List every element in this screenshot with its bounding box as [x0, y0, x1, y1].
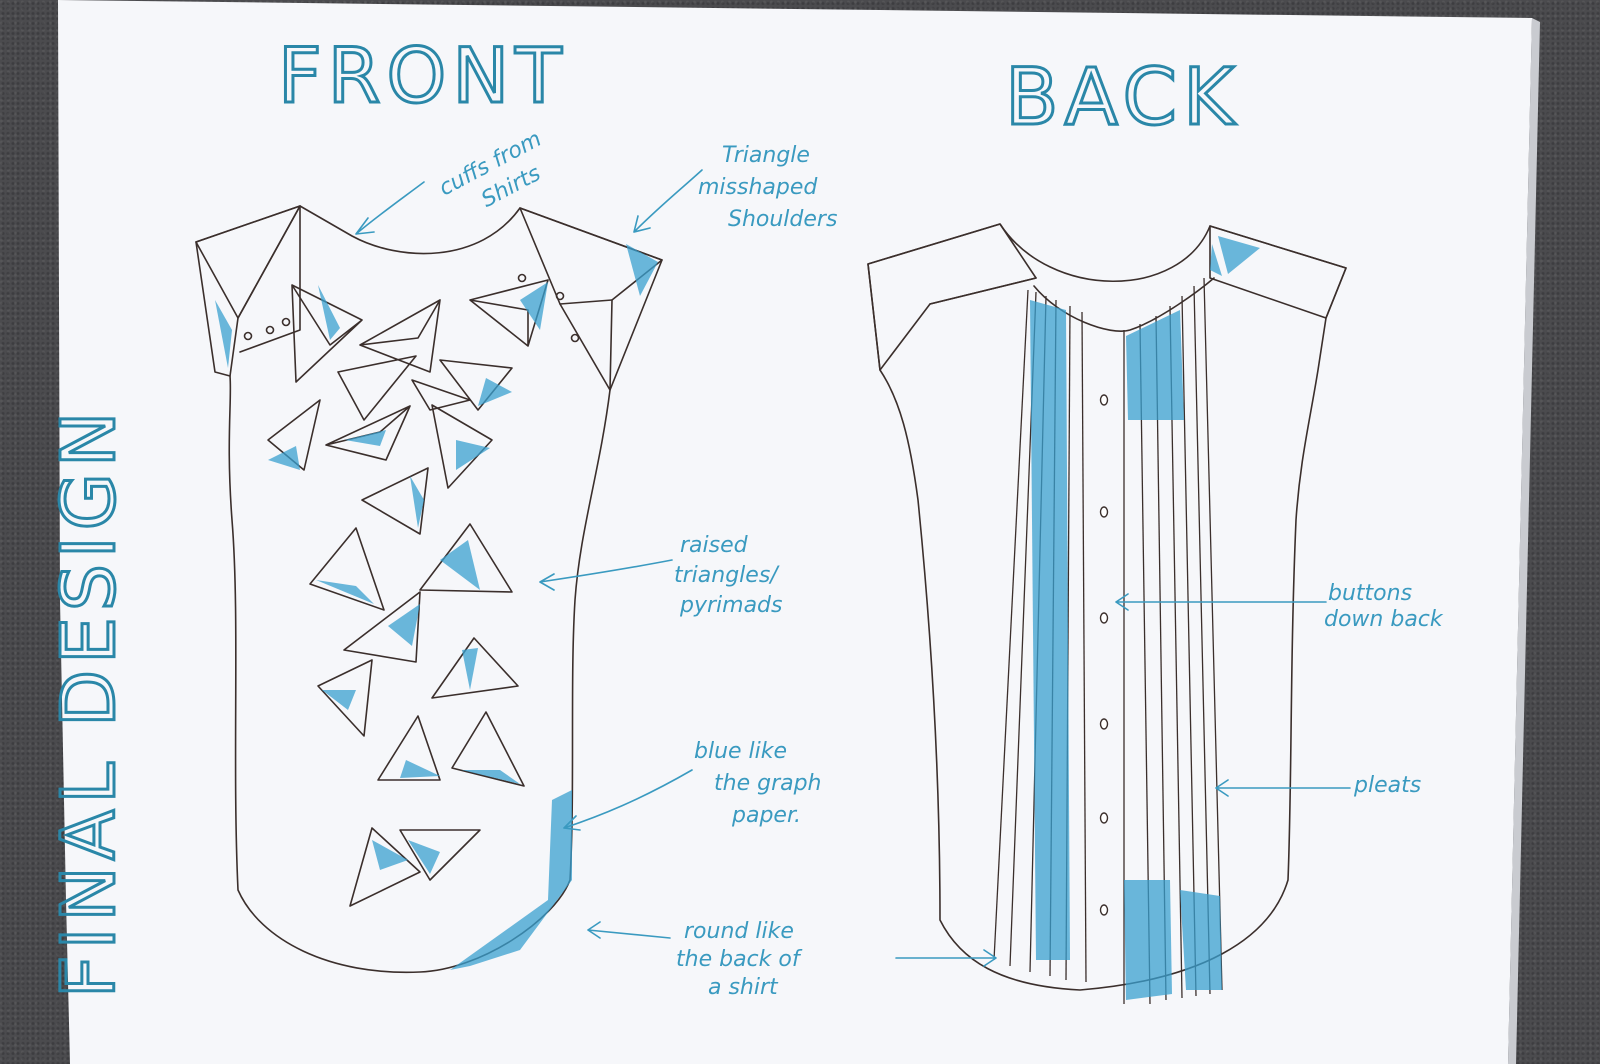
final-design-title: FINAL DESIGN	[46, 406, 132, 998]
annotation-round-like-shirt: round like the back of a shirt	[587, 919, 997, 1000]
back-buttons	[1099, 394, 1109, 916]
svg-text:buttons down back: buttons down back	[1324, 581, 1444, 632]
annotation-raised-triangles: raised triangles/ pyrimads	[539, 533, 785, 618]
annotation-blue-like-graph-paper: blue like the graph paper.	[563, 739, 829, 831]
pleats-right	[1123, 277, 1223, 1005]
front-heading: FRONT	[278, 31, 568, 120]
annotation-buttons-down-back: buttons down back	[1115, 581, 1444, 632]
svg-text:pleats: pleats	[1353, 773, 1421, 798]
annotation-triangle-shoulders: Triangle misshaped Shoulders	[633, 143, 837, 233]
annotation-pleats: pleats	[1215, 773, 1421, 798]
pleats-left	[993, 289, 1087, 983]
svg-text:raised triangles/: raised triangles/ pyrimads	[674, 533, 785, 618]
raised-triangles	[267, 279, 549, 907]
svg-text:Triangle misshaped: Triangle misshaped Shoulders	[698, 143, 837, 232]
svg-text:blue like the graph: blue like the graph paper.	[694, 739, 829, 828]
back-heading: BACK	[1005, 53, 1240, 143]
back-garment-sketch	[867, 223, 1347, 1005]
front-garment-sketch	[195, 205, 663, 974]
svg-text:round like the back of: round like the back of a shirt	[676, 919, 807, 1000]
